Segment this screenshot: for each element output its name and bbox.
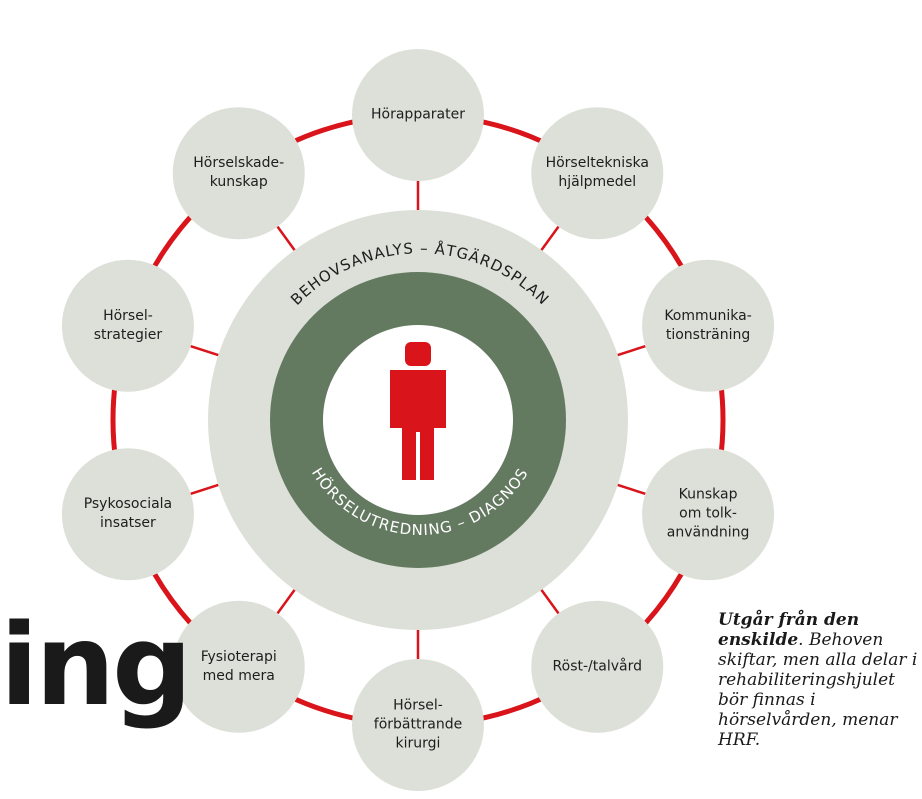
node-circle bbox=[172, 107, 305, 240]
node-label: Psykosociala insatser bbox=[83, 496, 173, 532]
spoke-line bbox=[617, 344, 646, 357]
person-icon bbox=[390, 342, 446, 480]
node-circle bbox=[61, 448, 194, 581]
node-circle bbox=[531, 107, 664, 240]
spoke-line bbox=[276, 589, 296, 615]
node-label: Hörselskade- kunskap bbox=[193, 155, 285, 191]
node-label: Röst-/talvård bbox=[552, 658, 642, 675]
node-circles bbox=[61, 49, 775, 791]
wheel-spokes bbox=[190, 181, 646, 659]
spoke-line bbox=[190, 344, 219, 357]
caption-text: . Behoven skiftar, men alla de­lar i reh… bbox=[718, 630, 918, 750]
node-label: Kommunika- tionsträning bbox=[664, 307, 752, 343]
node-label: Hörsel- förbättrande kirurgi bbox=[373, 697, 463, 752]
node-circle bbox=[172, 600, 305, 733]
caption-bold: Utgår från den enskilde bbox=[718, 610, 860, 650]
heading-fragment: ing bbox=[0, 601, 192, 731]
node-label: Hörsel- strategier bbox=[93, 307, 163, 343]
node-label: Hörseltekniska hjälpmedel bbox=[545, 155, 649, 191]
spoke-line bbox=[617, 483, 646, 496]
node-circle bbox=[642, 448, 775, 581]
spoke-line bbox=[190, 483, 219, 496]
node-circle bbox=[352, 659, 484, 791]
node-circle bbox=[61, 259, 194, 392]
node-circle bbox=[352, 49, 484, 181]
node-circle bbox=[642, 259, 775, 392]
spoke-line bbox=[276, 225, 296, 251]
node-label: Fysioterapi med mera bbox=[200, 648, 277, 684]
node-label: Kunskap om tolk- användning bbox=[666, 486, 750, 541]
spoke-line bbox=[540, 225, 560, 251]
spoke-line bbox=[540, 589, 560, 615]
node-label: Hörapparater bbox=[371, 106, 465, 123]
node-circle bbox=[531, 600, 664, 733]
caption: Utgår från den enskilde. Behoven skiftar… bbox=[718, 610, 922, 750]
